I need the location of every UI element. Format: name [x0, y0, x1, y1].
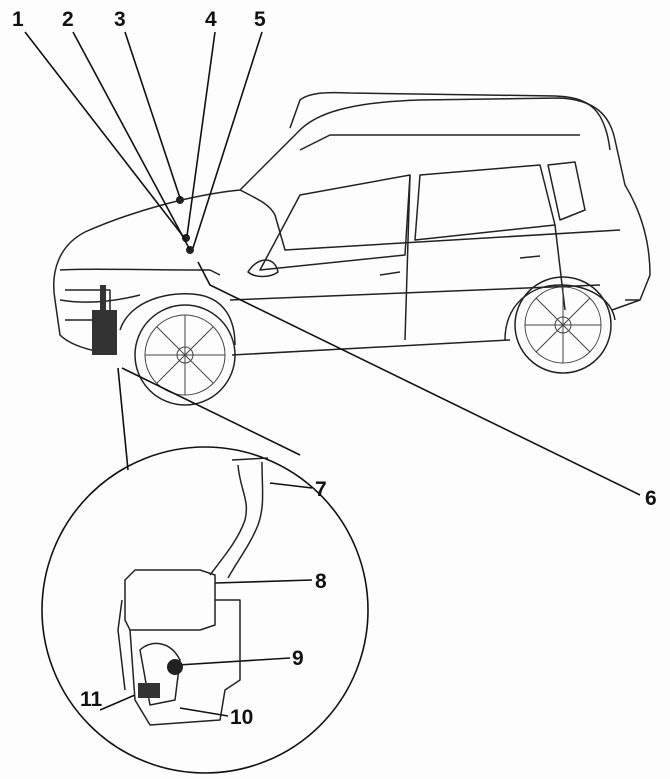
filler-neck	[209, 457, 269, 579]
callout-11: 11	[80, 688, 103, 711]
callout-8: 8	[315, 570, 327, 593]
vehicle-illustration	[53, 91, 651, 406]
washer-nozzle	[176, 196, 184, 204]
callout-9: 9	[292, 647, 304, 670]
callout-3: 3	[114, 8, 126, 31]
callout-4: 4	[205, 8, 217, 31]
callout-7: 7	[315, 478, 327, 501]
callout-6: 6	[645, 487, 657, 510]
detail-inset	[41, 446, 369, 774]
callout-10: 10	[230, 706, 253, 729]
reservoir-body	[124, 569, 216, 631]
leader-lines	[24, 31, 641, 717]
callout-labels: 1 2 3 4 5 6 7 8 9 10 11	[12, 8, 657, 729]
callout-2: 2	[62, 8, 74, 31]
washer-reservoir-small	[92, 310, 117, 355]
callout-1: 1	[12, 8, 24, 31]
callout-5: 5	[254, 8, 266, 31]
pump-connector	[138, 683, 160, 698]
washer-pump	[167, 659, 183, 675]
